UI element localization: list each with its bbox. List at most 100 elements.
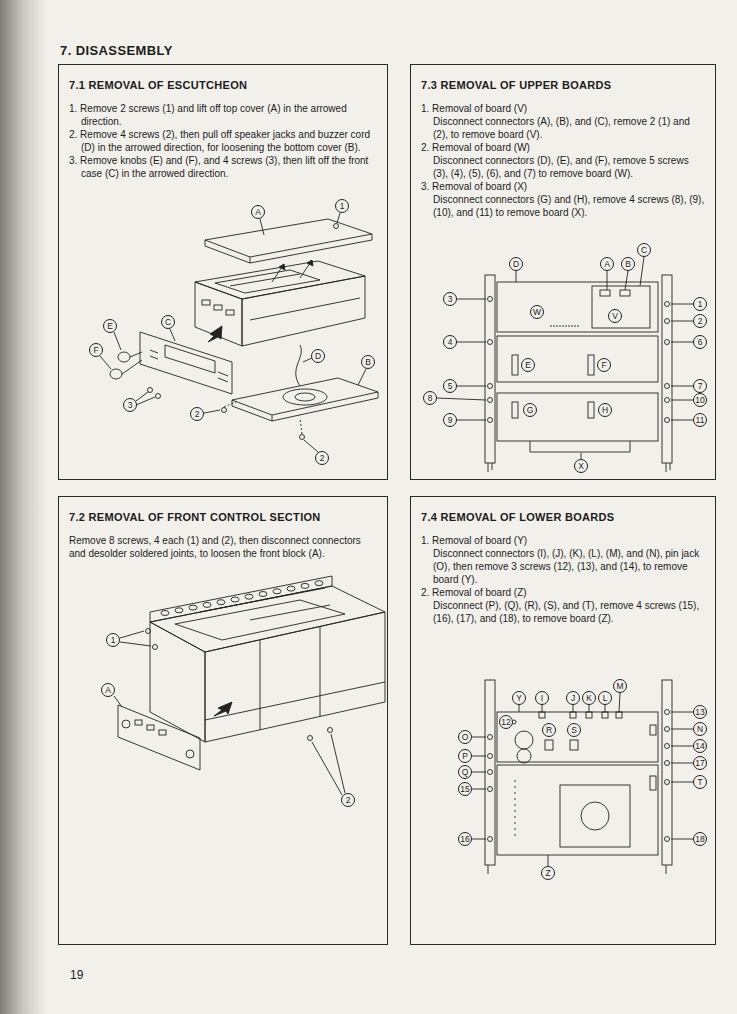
upper-board-layout-part: [488, 418, 493, 423]
upper-board-layout-part: [607, 271, 608, 290]
front-section-view-part: [231, 597, 239, 602]
lower-board-layout-part: [671, 712, 693, 713]
upper-board-layout-part: [662, 275, 672, 463]
section-heading: 7.2 REMOVAL OF FRONT CONTROL SECTION: [69, 511, 377, 524]
instruction-text: Disconnect connectors (D), (E), and (F),…: [421, 154, 705, 180]
upper-board-layout-part: [497, 336, 658, 382]
lower-board-layout-part: [497, 712, 658, 762]
escutcheon-exploded-view-part: [202, 300, 210, 305]
callout-number: V: [608, 309, 622, 323]
front-section-view-part: [150, 576, 332, 622]
lower-board-layout-part: [472, 789, 486, 790]
instruction-text: 1. Removal of board (Y): [421, 534, 705, 547]
front-section-view-part: [150, 622, 205, 742]
upper-board-layout-part: [671, 400, 693, 401]
escutcheon-exploded-view-part: [232, 378, 378, 415]
callout-number: 18: [693, 832, 707, 846]
front-section-view-part: [203, 602, 211, 607]
escutcheon-exploded-view-part: [300, 435, 305, 440]
lower-board-layout-part: [472, 839, 486, 840]
lower-board-layout-part: [671, 782, 693, 783]
upper-board-layout-part: [671, 386, 693, 387]
callout-number: 17: [693, 756, 707, 770]
escutcheon-exploded-view-part: [100, 356, 111, 369]
lower-board-layout-part: [666, 865, 667, 874]
callout-number: M: [613, 679, 627, 693]
front-section-view-part: [320, 626, 321, 716]
callout-number: 3: [443, 292, 457, 306]
lower-board-layout-part: [665, 837, 670, 842]
upper-board-layout-part: [512, 402, 518, 418]
upper-board-layout-part: [488, 384, 493, 389]
callout-number: 16: [458, 832, 472, 846]
lower-board-layout-part: [519, 705, 520, 712]
upper-board-layout-part: [457, 299, 486, 300]
front-section-view-part: [135, 720, 142, 725]
callout-number: B: [361, 355, 375, 369]
front-section-view-part: [308, 736, 313, 741]
front-section-view: [114, 576, 385, 795]
escutcheon-exploded-view-part: [232, 392, 378, 421]
callout-number: A: [101, 683, 115, 697]
lower-board-layout-part: [605, 705, 606, 712]
callout-number: E: [521, 358, 535, 372]
upper-board-layout-part: [665, 340, 670, 345]
upper-board-layout: [437, 257, 693, 472]
escutcheon-exploded-view-part: [136, 392, 148, 401]
escutcheon-exploded-view-part: [300, 418, 302, 434]
upper-board-layout-part: [497, 282, 658, 332]
page-number: 19: [70, 968, 83, 982]
lower-board-layout-part: [573, 705, 574, 712]
front-section-view-part: [175, 600, 345, 640]
callout-number: S: [567, 723, 581, 737]
front-section-view-part: [331, 734, 345, 793]
lower-board-layout-part: [665, 727, 670, 732]
upper-board-layout-part: [671, 342, 693, 343]
lower-board-layout-part: [671, 839, 693, 840]
upper-board-layout-part: [600, 290, 610, 296]
front-section-view-part: [200, 588, 325, 612]
callout-number: N: [693, 722, 707, 736]
upper-board-layout-part: [665, 384, 670, 389]
instruction-panel: 7.2 REMOVAL OF FRONT CONTROL SECTIONRemo…: [58, 496, 388, 945]
upper-board-layout-part: [488, 398, 493, 403]
instruction-text: 1. Remove 2 screws (1) and lift off top …: [69, 102, 377, 128]
lower-board-layout-part: [548, 855, 549, 866]
upper-board-layout-part: [530, 441, 630, 452]
escutcheon-exploded-view-part: [150, 350, 158, 353]
escutcheon-exploded-view-part: [218, 378, 228, 382]
upper-board-layout-part: [488, 297, 493, 302]
escutcheon-exploded-view-part: [122, 360, 142, 374]
lower-board-layout-part: [488, 770, 493, 775]
lower-board-layout-part: [671, 746, 693, 747]
escutcheon-exploded-view-part: [156, 394, 161, 399]
callout-number: 11: [693, 413, 707, 427]
callout-number: L: [598, 691, 612, 705]
instruction-panel: 7.1 REMOVAL OF ESCUTCHEON1. Remove 2 scr…: [58, 64, 388, 480]
callout-number: 6: [693, 335, 707, 349]
lower-board-layout-part: [662, 680, 672, 865]
upper-board-layout-part: [588, 402, 594, 418]
front-section-view-part: [301, 583, 309, 588]
lower-board-layout-part: [515, 731, 533, 749]
callout-number: Q: [458, 765, 472, 779]
callout-number: 3: [123, 398, 137, 412]
lower-board-layout-part: [671, 729, 693, 730]
lower-board-layout-part: [485, 680, 495, 865]
instruction-panel: 7.4 REMOVAL OF LOWER BOARDS1. Removal of…: [410, 496, 716, 945]
front-section-view-part: [120, 631, 144, 638]
front-section-view-part: [205, 612, 385, 742]
callout-number: O: [458, 730, 472, 744]
front-section-view-part: [217, 600, 225, 605]
escutcheon-exploded-view-part: [295, 393, 315, 401]
callout-number: C: [637, 243, 651, 257]
instruction-text: 1. Removal of board (V): [421, 102, 705, 115]
front-section-view-part: [315, 581, 323, 586]
front-section-view-part: [273, 589, 281, 594]
callout-number: 12: [499, 715, 513, 729]
upper-board-layout-part: [457, 342, 486, 343]
callout-number: 1: [106, 633, 120, 647]
upper-board-layout-part: [666, 463, 667, 472]
instruction-text: 3. Removal of board (X): [421, 180, 705, 193]
front-section-view-part: [120, 642, 151, 646]
